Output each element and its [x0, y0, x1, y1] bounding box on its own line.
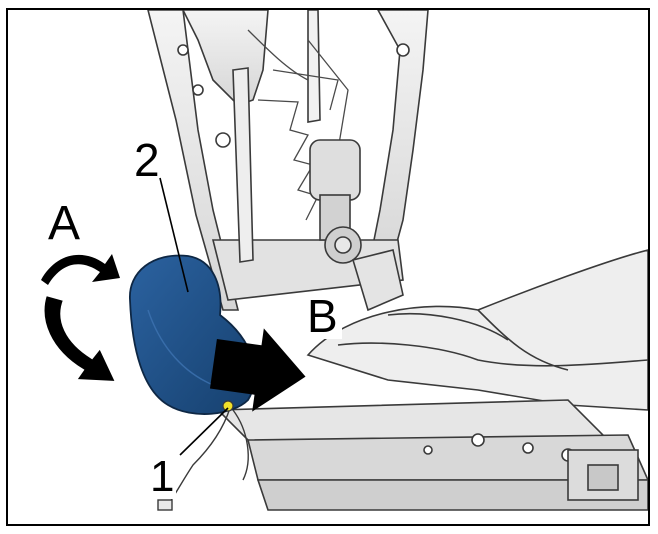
leader-lines: [159, 177, 229, 456]
curved-rotation-arrow-icon: [41, 254, 120, 384]
callout-number-2: 2: [134, 134, 160, 186]
seat-illustration: [41, 10, 648, 511]
straight-pull-arrow-icon: [209, 328, 306, 412]
seat-cushion: [306, 249, 648, 411]
fastener-bolt-icon: [222, 400, 234, 412]
side-bracket: [351, 249, 404, 312]
callout-letter-b: B: [303, 293, 342, 339]
seat-rail: [216, 399, 648, 511]
diagram-frame: A B 1 2: [6, 8, 650, 526]
seat-back-frame: [147, 10, 429, 311]
callout-letter-a: A: [48, 197, 81, 250]
callout-number-1: 1: [148, 452, 177, 501]
recliner-motor: [309, 139, 362, 264]
